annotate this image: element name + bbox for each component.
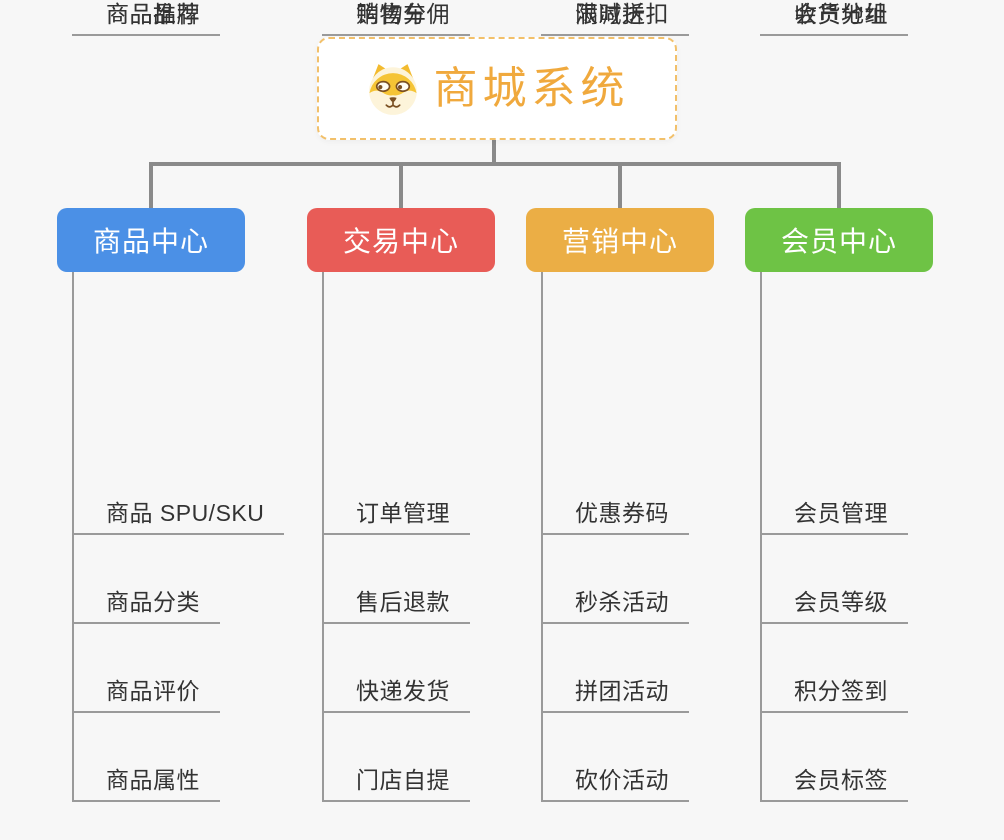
leaf-node[interactable]: 商品 SPU/SKU [72, 499, 285, 535]
drop-line-trade [399, 162, 403, 208]
leaf-node[interactable]: 拼团活动 [541, 677, 689, 713]
branch-column-trade: 交易中心 订单管理 售后退款 快递发货 门店自提 购物车 销售分佣 [307, 0, 567, 840]
root-node-mall-system[interactable]: 商城系统 [317, 37, 677, 140]
drop-line-product [149, 162, 153, 208]
leaf-node[interactable]: 收货地址 [760, 0, 908, 36]
branch-column-member: 会员中心 会员管理 会员等级 积分签到 会员标签 会员分组 收货地址 [745, 0, 1004, 840]
leaf-node[interactable]: 商品分类 [72, 588, 220, 624]
branch-column-product: 商品中心 商品 SPU/SKU 商品分类 商品评价 商品属性 商品推荐 商品品牌 [57, 0, 317, 840]
branch-child-line [322, 272, 324, 802]
leaf-node[interactable]: 门店自提 [322, 766, 470, 802]
leaf-node[interactable]: 商品属性 [72, 766, 220, 802]
leaf-node[interactable]: 满减送 [541, 0, 666, 36]
leaf-node[interactable]: 积分签到 [760, 677, 908, 713]
branch-child-line [541, 272, 543, 802]
leaf-node[interactable]: 商品推荐 [72, 0, 220, 36]
branch-node-trade-center[interactable]: 交易中心 [307, 208, 495, 272]
root-stem-line [492, 139, 496, 165]
leaf-node[interactable]: 商品品牌 [72, 0, 220, 36]
leaf-node[interactable]: 售后退款 [322, 588, 470, 624]
branch-column-marketing: 营销中心 优惠券码 秒杀活动 拼团活动 砍价活动 限时折扣 满减送 [526, 0, 786, 840]
drop-line-member [837, 162, 841, 208]
branch-node-member-center[interactable]: 会员中心 [745, 208, 933, 272]
leaf-node[interactable]: 会员管理 [760, 499, 908, 535]
branch-child-line [72, 272, 74, 802]
leaf-node[interactable]: 砍价活动 [541, 766, 689, 802]
branch-node-product-center[interactable]: 商品中心 [57, 208, 245, 272]
leaf-node[interactable]: 会员标签 [760, 766, 908, 802]
leaf-node[interactable]: 订单管理 [322, 499, 470, 535]
leaf-node[interactable]: 快递发货 [322, 677, 470, 713]
leaf-node[interactable]: 销售分佣 [322, 0, 470, 36]
root-title: 商城系统 [433, 63, 630, 113]
branch-node-marketing-center[interactable]: 营销中心 [526, 208, 714, 272]
drop-line-marketing [618, 162, 622, 208]
branch-child-line [760, 272, 762, 802]
leaf-node[interactable]: 会员等级 [760, 588, 908, 624]
leaf-node[interactable]: 优惠券码 [541, 499, 689, 535]
dog-face-icon [365, 63, 421, 115]
leaf-node[interactable]: 秒杀活动 [541, 588, 689, 624]
branch-bus-line [149, 162, 841, 166]
leaf-node[interactable]: 商品评价 [72, 677, 220, 713]
